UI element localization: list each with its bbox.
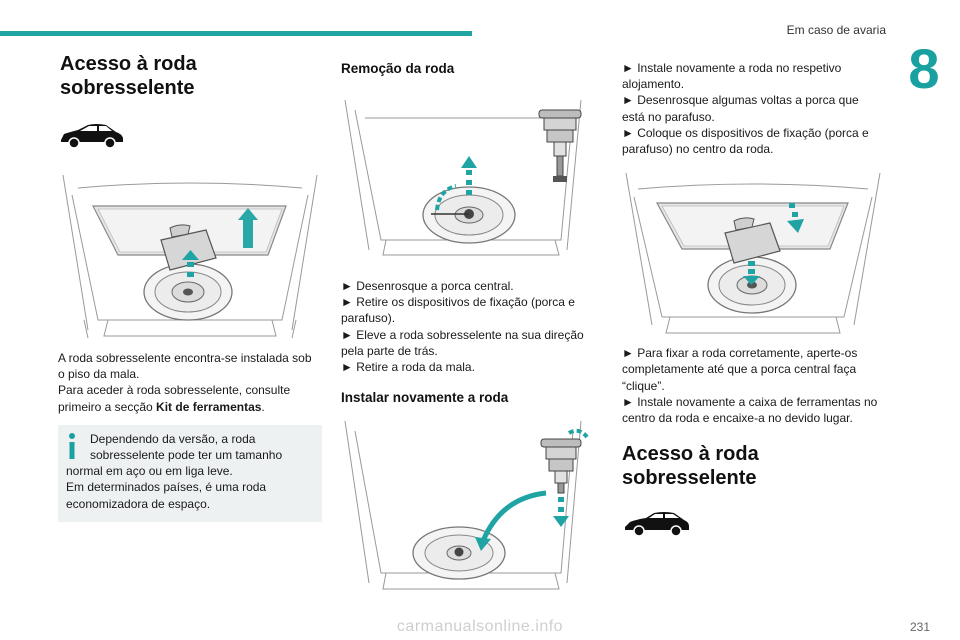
column-2: Remoção da roda [341,60,603,591]
trunk-illustration-3 [341,413,603,591]
chapter-badge: 8 [888,35,960,101]
paragraph-1: A roda sobresselente encontra-se instala… [58,351,312,414]
subsection-title-install: Instalar novamente a roda [341,390,509,406]
trunk-illustration-1 [58,170,322,340]
spare-wheel-nut-detail [540,438,582,494]
arrow-down-icon [553,497,569,528]
section-title: Acesso à roda [60,53,197,75]
section-header: Em caso de avaria [786,23,886,37]
top-accent-bar [0,31,472,36]
info-icon [69,432,75,459]
arrow-down-icon [743,203,804,286]
section-title-line2: sobresselente [60,77,195,99]
subsection-title-removal: Remoção da roda [341,61,455,76]
car-silhouette-icon [61,124,123,149]
trunk-illustration-2 [341,90,603,260]
column-3: ► Instale novamente a roda no respetivo … [622,60,884,540]
page-number: 231 [909,620,930,634]
install-steps-2: ► Para fixar a roda corretamente, aperte… [622,346,878,426]
section-title-repeat-line2: sobresselente [622,467,757,490]
curved-arrow-icon [435,184,457,211]
watermark: carmanualsonline.info [396,618,564,635]
xref-tool-kit: Kit de ferramentas [156,399,262,414]
arrow-up-icon [461,156,477,195]
info-box: Dependendo da versão, a roda sobresselen… [58,424,322,522]
arrow-up-icon [182,208,258,277]
column-1: Acesso à roda sobresselente [58,52,322,522]
install-steps-1: ► Instale novamente a roda no respetivo … [622,61,869,157]
curved-arrow-icon [480,490,547,543]
section-title-repeat: Acesso à roda [622,443,759,466]
removal-steps: ► Desenrosque a porca central. ► Retire … [341,279,584,375]
spare-wheel-nut-detail [538,109,582,182]
trunk-illustration-4 [622,167,884,335]
car-silhouette-icon [625,512,689,537]
